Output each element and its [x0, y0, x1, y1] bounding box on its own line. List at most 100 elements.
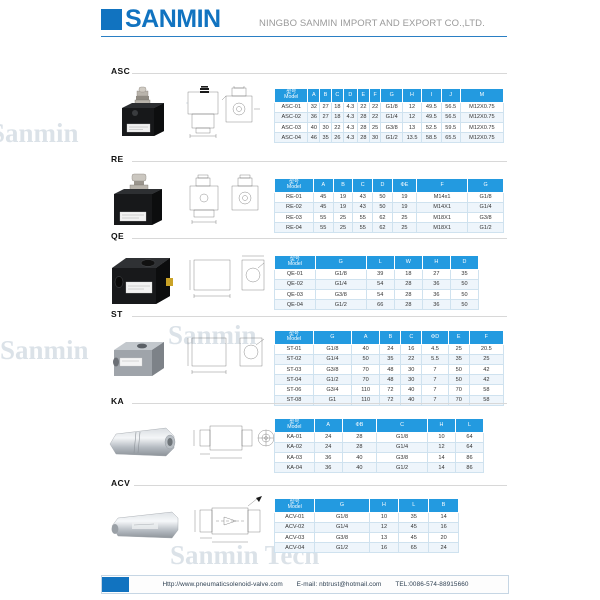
cell: 10 — [426, 431, 456, 443]
table-row: ACV-03 G3/8 13 45 20 — [273, 532, 459, 544]
cell: 13 — [401, 122, 423, 134]
col-b: B — [319, 88, 332, 103]
cell: 28 — [356, 132, 370, 144]
table-head: 型号 Model G A B C ΦD E F — [274, 330, 505, 345]
cell: 50 — [449, 299, 480, 311]
cell: 39 — [365, 268, 395, 280]
cell: 40 — [341, 462, 378, 474]
cell: 45 — [312, 201, 334, 214]
table-row: ACV-04 G1/2 16 65 24 — [273, 542, 459, 554]
cell-model: ST-08 — [274, 394, 314, 406]
col-i: I — [421, 88, 442, 103]
cell: 35 — [398, 511, 430, 523]
product-photo-qe — [112, 258, 173, 304]
cell: 28 — [393, 299, 423, 311]
col-e: E — [356, 88, 370, 103]
cell: 35 — [447, 353, 470, 366]
cell: 30 — [400, 364, 423, 376]
page-header: SANMIN NINGBO SANMIN IMPORT AND EXPORT C… — [0, 0, 600, 46]
table-body: RE-01 45 19 43 50 19 M14x1 G1/8 RE-02 45… — [274, 191, 504, 234]
cell: M12X0.75 — [459, 111, 505, 124]
cell: G3/8 — [314, 532, 370, 544]
section-label-ka: KA — [111, 396, 125, 406]
watermark-text: Sanmin — [0, 335, 89, 365]
cell: 40 — [400, 384, 423, 396]
cell: 12 — [426, 441, 456, 454]
cell: G3/8 — [467, 212, 504, 224]
cell: 27 — [319, 101, 332, 113]
table-row: KA-04 36 40 G1/2 14 86 — [274, 462, 485, 474]
cell: G1/4 — [380, 111, 403, 124]
col-w: W — [393, 255, 423, 270]
footer-website[interactable]: Http://www.pneumaticsolenoid-valve.com — [162, 581, 283, 588]
cell: 20.5 — [468, 343, 505, 355]
cell: G3/4 — [312, 384, 352, 396]
brand-name: SANMIN — [125, 5, 221, 33]
col-g: G — [314, 498, 370, 513]
cell: 18 — [393, 268, 423, 280]
cell-model: ACV-02 — [273, 521, 316, 534]
cell: 52.5 — [421, 122, 442, 134]
col-m: M — [459, 88, 505, 103]
table-row: ST-02 G1/4 50 35 22 5.5 35 25 — [274, 353, 505, 366]
cell: G1/4 — [314, 521, 370, 534]
cell: 32 — [307, 101, 321, 113]
cell: 30 — [368, 132, 382, 144]
cell: 59.5 — [440, 122, 461, 134]
cell: 56.5 — [440, 111, 461, 124]
cell: 19 — [391, 201, 418, 214]
footer-email[interactable]: E-mail: nbtrust@hotmail.com — [296, 581, 382, 588]
cell-model: ST-01 — [274, 343, 314, 355]
cell: 50 — [372, 191, 393, 203]
cell: G3/8 — [312, 364, 352, 376]
col-c: C — [330, 88, 344, 103]
section-rule — [132, 316, 507, 317]
col-h: H — [368, 498, 400, 513]
cell: 64 — [454, 441, 485, 454]
cell: 65.5 — [440, 132, 461, 144]
cell: 7 — [421, 374, 449, 386]
cell: 19 — [332, 201, 354, 214]
table-row: ST-06 G3/4 110 72 40 7 70 58 — [274, 384, 505, 396]
cell: 19 — [332, 191, 354, 203]
cell: G1/2 — [312, 374, 352, 386]
table-row: KA-03 36 40 G3/8 14 86 — [274, 452, 485, 464]
col-b: B — [332, 178, 354, 193]
cell: G1/4 — [467, 201, 504, 214]
cell: 16 — [368, 542, 400, 554]
cell: 12 — [401, 111, 423, 124]
col-l: L — [365, 255, 395, 270]
cell: 22 — [368, 101, 382, 113]
col-g: G — [314, 255, 367, 270]
cell: 36 — [421, 289, 451, 301]
cell: 70 — [350, 364, 381, 376]
cell: 4.3 — [342, 101, 358, 113]
cell-model: ST-03 — [274, 364, 314, 376]
cell: 40 — [400, 394, 423, 406]
cell: 54 — [365, 278, 395, 291]
col-d: D — [342, 88, 358, 103]
page-footer: Http://www.pneumaticsolenoid-valve.com E… — [101, 575, 509, 594]
cell: 18 — [330, 111, 344, 124]
col-j: J — [440, 88, 461, 103]
cell-model: QE-03 — [274, 289, 316, 301]
cell-model: KA-02 — [274, 441, 315, 454]
cell: 25 — [332, 212, 354, 224]
table-row: ST-04 G1/2 70 48 30 7 50 42 — [274, 374, 505, 386]
cell: 56.5 — [440, 101, 461, 113]
col-a: A — [307, 88, 321, 103]
cell: 7 — [421, 364, 449, 376]
cell: 24 — [313, 441, 343, 454]
footer-contact: Http://www.pneumaticsolenoid-valve.com E… — [129, 581, 508, 588]
table-body: KA-01 24 28 G1/8 10 64 KA-02 24 28 G1/4 … — [274, 431, 485, 474]
cell: 16 — [400, 343, 423, 355]
cell: 110 — [350, 384, 381, 396]
cell: 25 — [391, 222, 418, 234]
cell: 36 — [313, 452, 343, 464]
cell-model: RE-04 — [274, 222, 314, 234]
table-row: RE-04 55 25 55 62 25 M18X1 G1/2 — [274, 222, 504, 234]
cell: 50 — [447, 374, 470, 386]
col-h: H — [401, 88, 423, 103]
col-b: B — [428, 498, 459, 513]
cell: 27 — [421, 268, 451, 280]
